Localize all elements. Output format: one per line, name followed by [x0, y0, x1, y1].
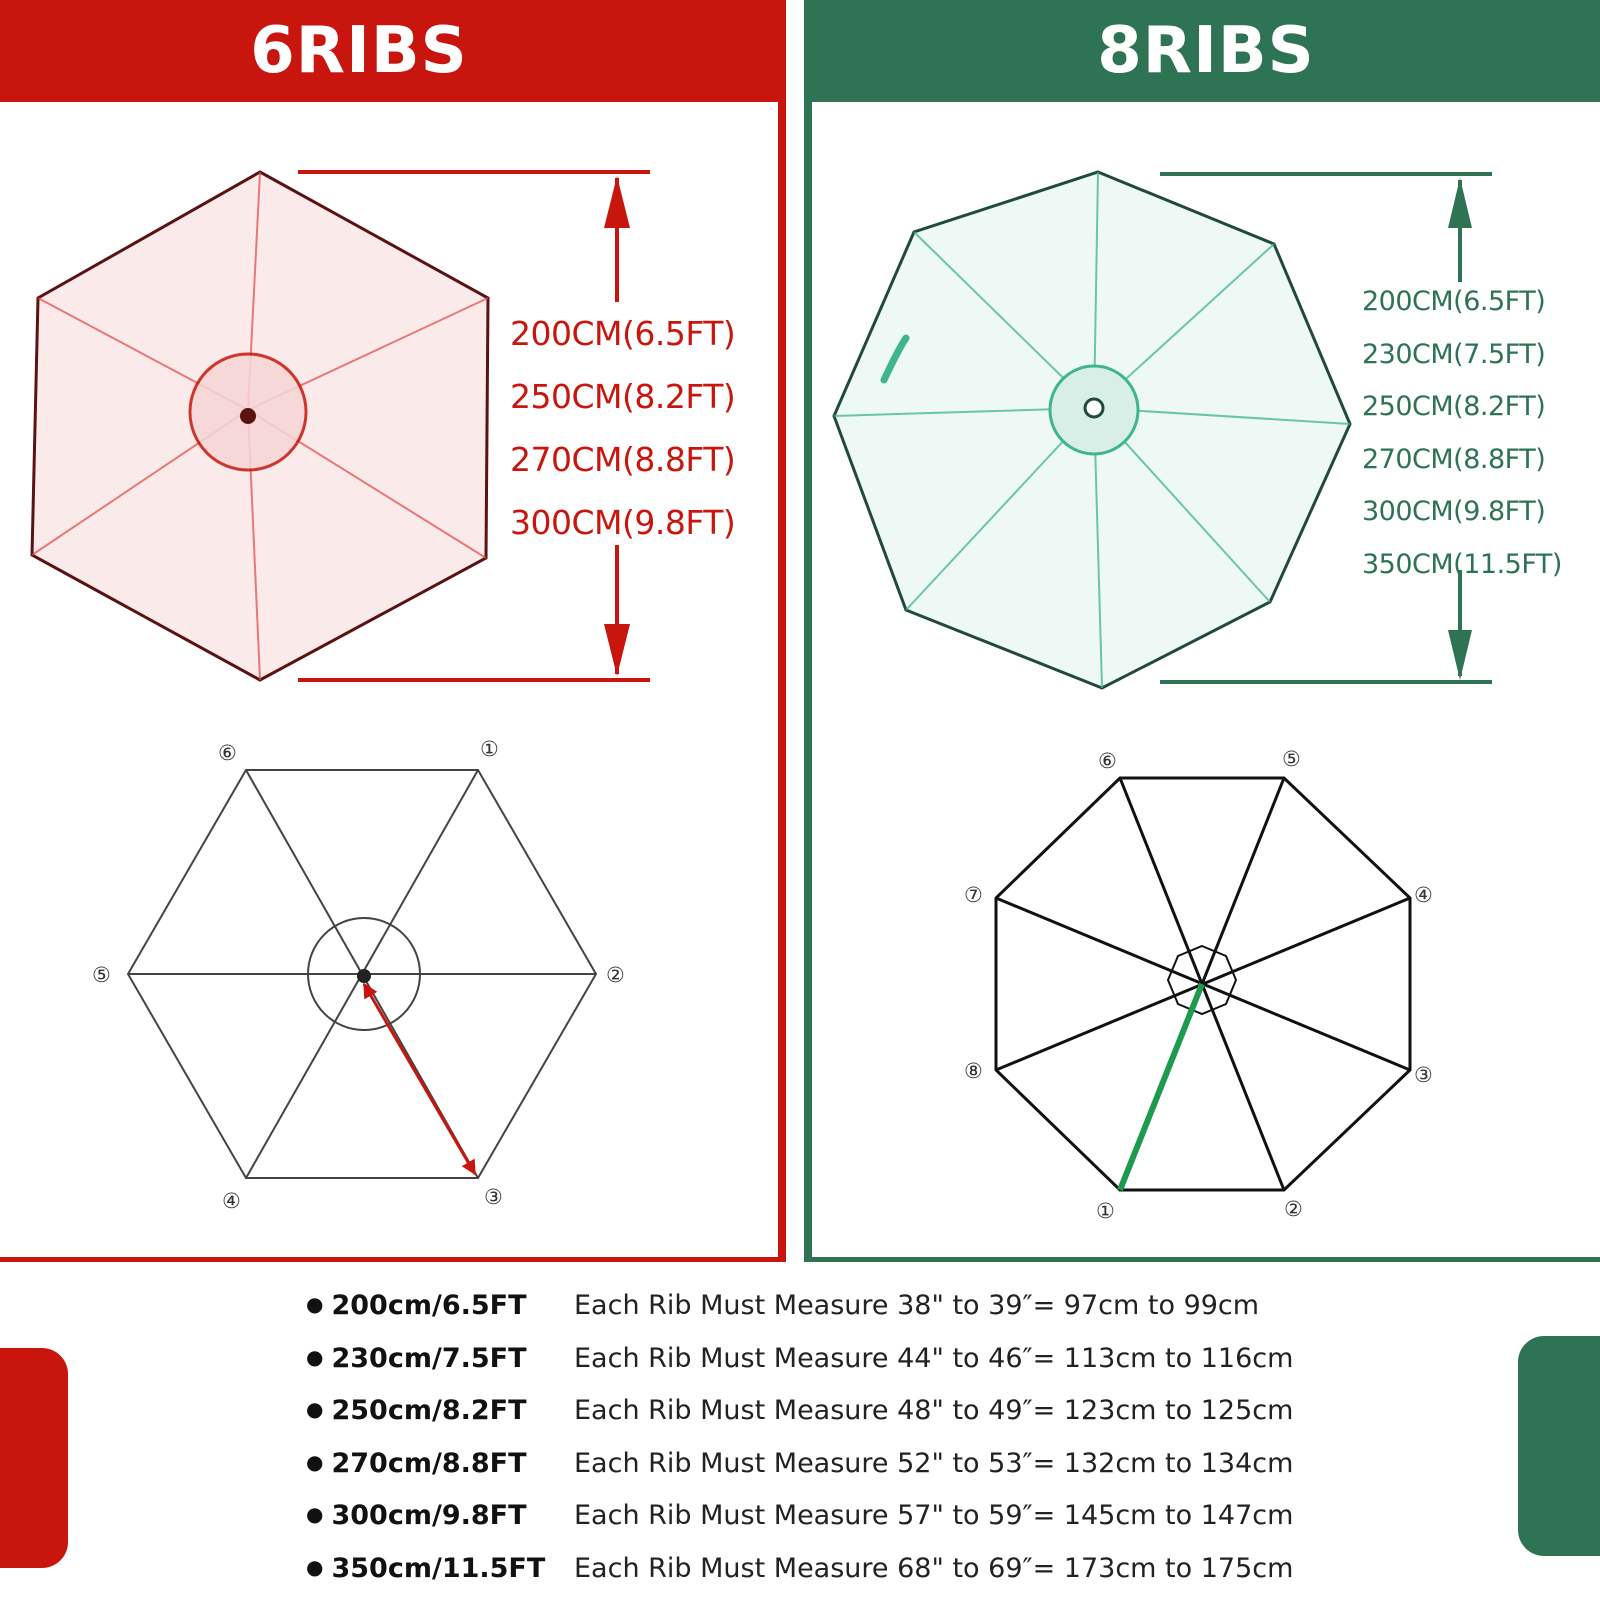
rib-number-label: ④ — [222, 1189, 241, 1213]
spec-description: Each Rib Must Measure 44" to 46″= 113cm … — [574, 1342, 1294, 1374]
six-rib-illustration: ⑥ ① ② ③ ④ ⑤ — [30, 170, 650, 1213]
spec-description: Each Rib Must Measure 68" to 69″= 173cm … — [574, 1552, 1294, 1584]
rib-number-label: ② — [606, 963, 625, 987]
spec-size: 250cm/8.2FT — [306, 1389, 574, 1431]
eight-rib-measure-line — [1117, 982, 1205, 1192]
size-option: 300CM(9.8FT) — [1362, 496, 1546, 527]
rib-number-label: ⑧ — [964, 1059, 983, 1083]
rib-number-label: ⑥ — [1098, 749, 1117, 773]
six-rib-title: 6RIBS — [0, 0, 778, 102]
size-option: 270CM(8.8FT) — [1362, 443, 1546, 475]
eight-rib-height-dimension — [1160, 172, 1492, 684]
rib-number-label: ① — [480, 737, 499, 761]
rib-number-label: ⑦ — [964, 883, 983, 907]
spec-size: 230cm/7.5FT — [306, 1337, 574, 1379]
rib-number-label: ④ — [1414, 883, 1433, 907]
spec-description: Each Rib Must Measure 38" to 39″= 97cm t… — [574, 1290, 1260, 1321]
size-option: 200CM(6.5FT) — [1362, 286, 1546, 317]
size-option: 250CM(8.2FT) — [1362, 391, 1546, 422]
six-rib-size-list: 200CM(6.5FT) 250CM(8.2FT) 270CM(8.8FT) 3… — [510, 302, 736, 554]
spec-size: 270cm/8.8FT — [306, 1442, 574, 1484]
six-rib-measure-arrow — [362, 982, 477, 1176]
spec-size: 300cm/9.8FT — [306, 1494, 574, 1536]
eight-rib-size-list: 200CM(6.5FT) 230CM(7.5FT) 250CM(8.2FT) 2… — [1362, 276, 1562, 591]
spec-description: Each Rib Must Measure 48" to 49″= 123cm … — [574, 1395, 1294, 1426]
eight-rib-title: 8RIBS — [812, 0, 1600, 102]
rib-number-label: ⑤ — [1282, 747, 1301, 771]
spec-size: 200cm/6.5FT — [306, 1284, 574, 1326]
rib-number-label: ② — [1284, 1197, 1303, 1221]
size-option: 250CM(8.2FT) — [510, 377, 736, 416]
six-rib-canopy — [30, 170, 490, 682]
spec-description: Each Rib Must Measure 52" to 53″= 132cm … — [574, 1447, 1294, 1479]
eight-rib-diagram — [994, 776, 1412, 1192]
size-option: 270CM(8.8FT) — [510, 440, 736, 479]
size-option: 350CM(11.5FT) — [1362, 548, 1562, 580]
six-rib-height-dimension — [298, 170, 650, 682]
rib-number-label: ③ — [1414, 1063, 1433, 1087]
eight-rib-canopy — [832, 170, 1352, 690]
eight-rib-illustration: ⑥ ⑤ ④ ③ ② ① ⑧ ⑦ — [832, 170, 1492, 1223]
size-option: 230CM(7.5FT) — [1362, 338, 1546, 370]
decorative-red-tab — [0, 1348, 68, 1568]
rib-number-label: ① — [1096, 1199, 1115, 1223]
spec-size: 350cm/11.5FT — [306, 1547, 574, 1589]
rib-number-label: ③ — [484, 1185, 503, 1209]
rib-number-label: ⑤ — [92, 963, 111, 987]
size-option: 200CM(6.5FT) — [510, 314, 736, 353]
rib-number-label: ⑥ — [218, 741, 237, 765]
spec-description: Each Rib Must Measure 57" to 59″= 145cm … — [574, 1500, 1294, 1531]
size-option: 300CM(9.8FT) — [510, 503, 736, 542]
six-rib-panel: 6RIBS — [0, 0, 786, 1262]
decorative-green-tab — [1518, 1336, 1600, 1556]
